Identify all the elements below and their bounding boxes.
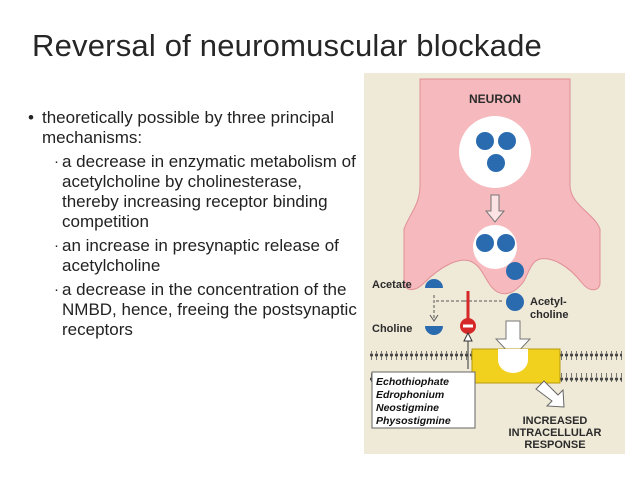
neuron-label: NEURON bbox=[469, 92, 521, 106]
acetylcholine-molecule bbox=[506, 262, 524, 280]
sub-bullet-dot-icon: · bbox=[54, 281, 59, 298]
bullet-list: • theoretically possible by three princi… bbox=[26, 108, 362, 340]
bullet-dot-icon: • bbox=[28, 108, 34, 127]
response-label: INCREASED bbox=[523, 415, 588, 427]
sub-bullet-text: a decrease in the concentration of the N… bbox=[62, 280, 357, 339]
acetylcholine-molecule bbox=[497, 234, 515, 252]
sub-bullet-dot-icon: · bbox=[54, 153, 59, 170]
bullet-text: theoretically possible by three principa… bbox=[42, 108, 334, 147]
vesicle bbox=[459, 116, 531, 188]
drug-name: Edrophonium bbox=[376, 389, 444, 401]
drug-name: Neostigmine bbox=[376, 402, 439, 414]
neuromuscular-junction-figure: NEURON Acetate Choline Acetyl- choline bbox=[364, 73, 625, 454]
sub-bullet-dot-icon: · bbox=[54, 237, 59, 254]
acetylcholine-molecule bbox=[487, 154, 505, 172]
sub-bullet-text: a decrease in enzymatic metabolism of ac… bbox=[62, 152, 356, 231]
acetylcholine-label-line2: choline bbox=[530, 309, 569, 321]
acetylcholine-label: Acetyl- bbox=[530, 296, 567, 308]
response-label-line3: RESPONSE bbox=[524, 439, 585, 451]
acetylcholine-molecule bbox=[498, 132, 516, 150]
response-label-line2: INTRACELLULAR bbox=[509, 427, 602, 439]
sub-bullet-item: · a decrease in enzymatic metabolism of … bbox=[26, 152, 362, 232]
sub-bullet-item: · a decrease in the concentration of the… bbox=[26, 280, 362, 340]
choline-label: Choline bbox=[372, 323, 412, 335]
response-arrow-icon bbox=[535, 380, 565, 408]
sub-bullet-text: an increase in presynaptic release of ac… bbox=[62, 236, 339, 275]
sub-bullet-item: · an increase in presynaptic release of … bbox=[26, 236, 362, 276]
drug-name: Echothiophate bbox=[376, 376, 449, 388]
acetate-label: Acetate bbox=[372, 279, 412, 291]
acetate-icon bbox=[425, 279, 443, 288]
binding-arrow-icon bbox=[494, 320, 532, 358]
acetylcholine-molecule bbox=[476, 132, 494, 150]
receptor-binding-site bbox=[498, 349, 528, 373]
choline-icon bbox=[425, 326, 443, 335]
slide-title: Reversal of neuromuscular blockade bbox=[32, 28, 542, 63]
drug-list-box bbox=[371, 371, 476, 429]
release-arrow-icon bbox=[484, 194, 506, 223]
synapse-diagram: NEURON Acetate Choline Acetyl- choline bbox=[370, 78, 622, 451]
bullet-item: • theoretically possible by three princi… bbox=[26, 108, 362, 148]
acetylcholine-molecule bbox=[476, 234, 494, 252]
acetylcholine-molecule bbox=[506, 293, 524, 311]
drug-name: Physostigmine bbox=[376, 415, 451, 427]
